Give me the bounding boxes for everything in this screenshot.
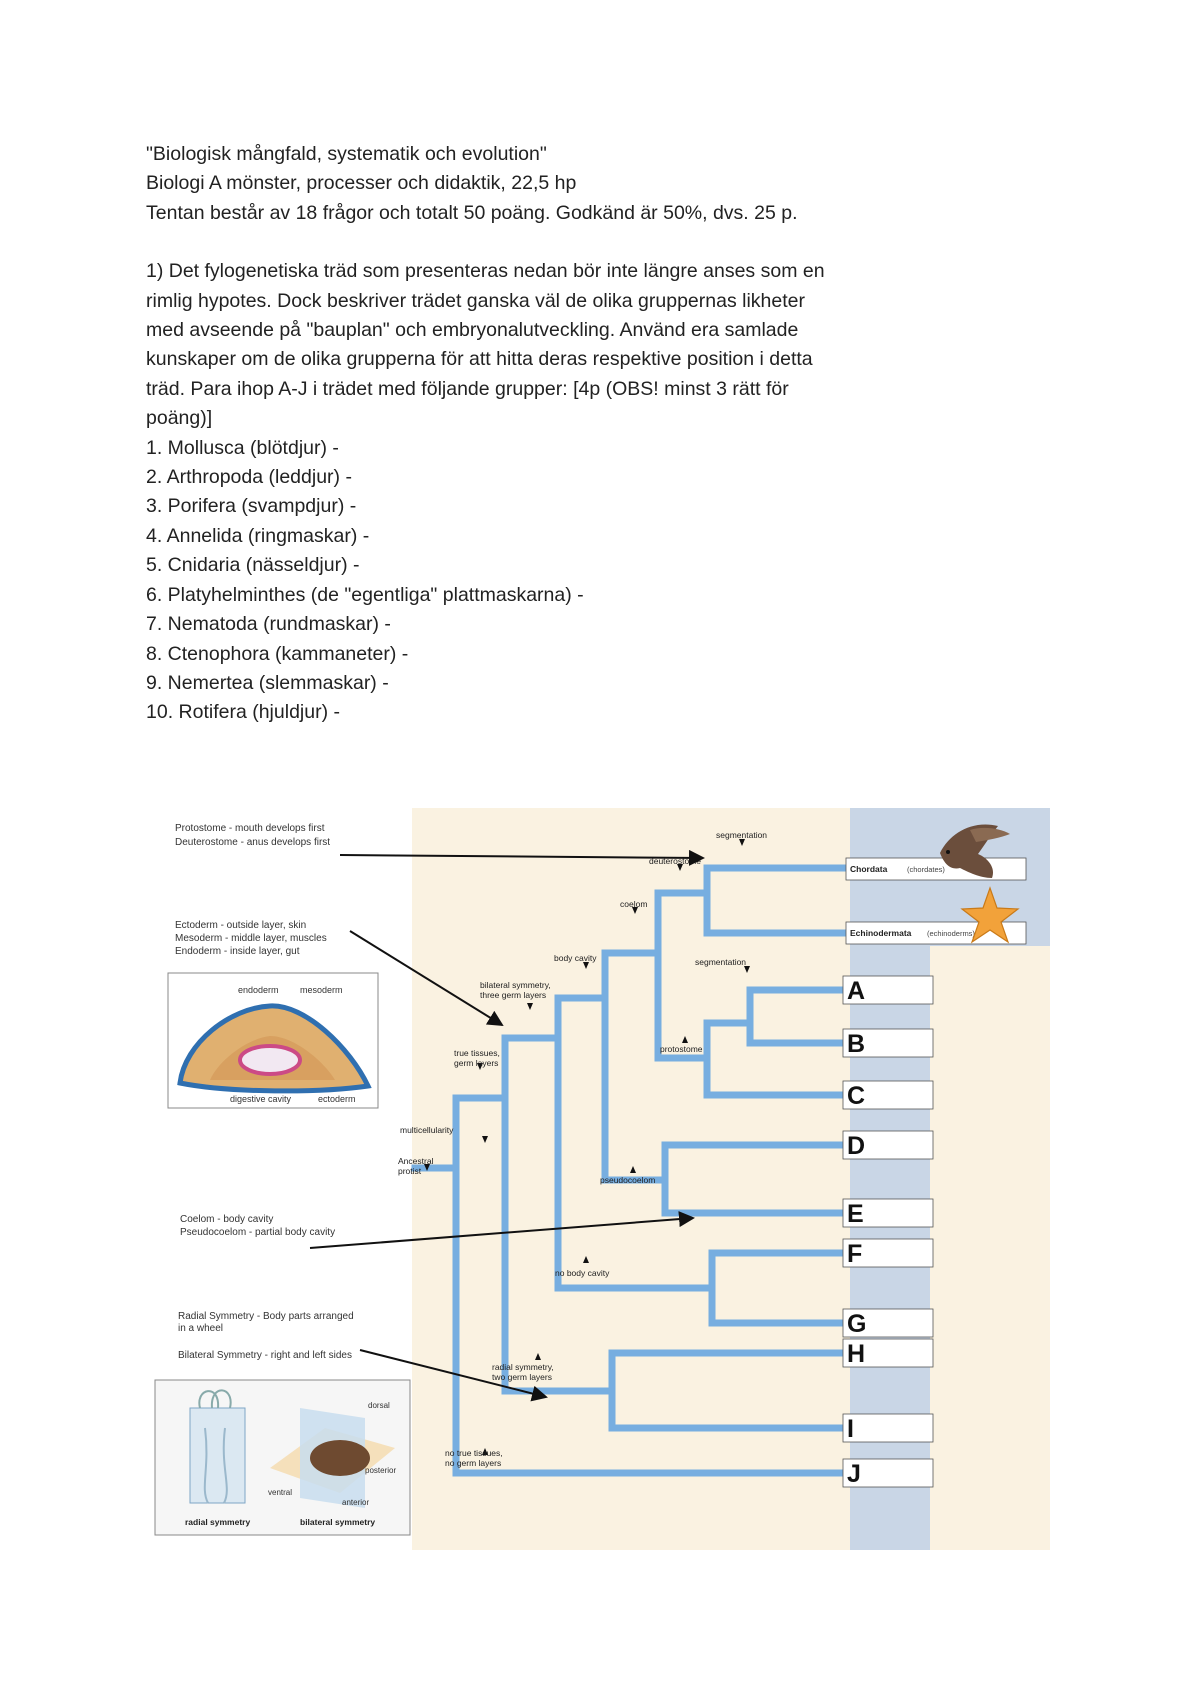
note-ectoderm: Ectoderm - outside layer, skin [175,920,306,931]
svg-text:(echinoderms): (echinoderms) [927,929,975,938]
svg-text:Echinodermata: Echinodermata [850,928,912,938]
label-no-tissues: no true tissues, [445,1448,503,1458]
answer-box-g [842,1308,934,1338]
answer-box-b [842,1028,934,1058]
arrow-to-radial [359,1349,548,1402]
arrow-to-pseudocoelom [309,1211,695,1249]
group-item: 10. Rotifera (hjuldjur) - [146,701,340,724]
answer-box-i [842,1413,934,1443]
answer-letter-i: I [847,1415,854,1443]
label-bilateral-2: three germ layers [480,990,546,1000]
taxon-chordata: Chordata (chordates) [845,857,1027,881]
label-true-tissues: true tissues, [454,1048,500,1058]
label-coelom: coelom [620,899,647,909]
label-pseudocoelom: pseudocoelom [600,1175,655,1185]
answer-letter-d: D [847,1132,865,1160]
answer-letter-e: E [847,1200,864,1228]
svg-text:Chordata: Chordata [850,864,888,874]
exam-text: "Biologisk mångfald, systematik och evol… [146,140,946,728]
annotations: Protostome - mouth develops first Deuter… [175,823,354,1361]
label-body-cavity: body cavity [554,953,597,963]
symmetry-label-posterior: posterior [365,1466,396,1475]
symmetry-illustration: radial symmetry bilateral symmetry dorsa… [154,1379,411,1536]
symmetry-label-dorsal: dorsal [368,1401,390,1410]
group-item: 4. Annelida (ringmaskar) - [146,524,370,547]
group-item: 1. Mollusca (blötdjur) - [146,436,339,459]
answer-letter-a: A [847,977,865,1005]
question-line: med avseende på "bauplan" och embryonalu… [146,319,799,342]
label-segmentation-mid: segmentation [695,957,746,967]
note-deuterostome: Deuterostome - anus develops first [175,837,330,848]
arrow-to-deuterostome [339,849,705,866]
embryo-label-digestive: digestive cavity [230,1094,292,1104]
answer-boxes: A B C D E F G H I J [842,975,934,1488]
symmetry-label-bilateral: bilateral symmetry [300,1517,375,1527]
annotation-arrows [309,849,705,1402]
embryo-illustration: endoderm mesoderm digestive cavity ectod… [167,972,379,1109]
symmetry-label-radial: radial symmetry [185,1517,250,1527]
node-arrows [424,839,750,1455]
group-item: 6. Platyhelminthes (de "egentliga" platt… [146,583,584,606]
answer-box-f [842,1238,934,1268]
answer-letter-g: G [847,1310,866,1338]
embryo-label-mesoderm: mesoderm [300,985,343,995]
question-line: träd. Para ihop A-J i trädet med följand… [146,377,789,400]
note-radial-symmetry: Radial Symmetry - Body parts arranged [178,1311,354,1322]
label-no-body-cavity: no body cavity [555,1268,610,1278]
note-coelom: Coelom - body cavity [180,1214,273,1225]
note-radial-symmetry-2: in a wheel [178,1323,223,1334]
answer-letter-c: C [847,1082,865,1110]
label-ancestral-2: protist [398,1166,422,1176]
exam-info: Tentan består av 18 frågor och totalt 50… [146,201,798,224]
symmetry-label-anterior: anterior [342,1498,369,1507]
svg-text:(chordates): (chordates) [907,865,945,874]
answer-box-h [842,1338,934,1368]
label-segmentation-top: segmentation [716,830,767,840]
embryo-label-ectoderm: ectoderm [318,1094,356,1104]
answer-letter-j: J [847,1460,861,1488]
label-bilateral: bilateral symmetry, [480,980,551,990]
group-item: 5. Cnidaria (nässeldjur) - [146,554,360,577]
answer-box-c [842,1080,934,1110]
label-multicellularity: multicellularity [400,1125,454,1135]
label-deuterostome: deuterostome [649,856,701,866]
course-name: Biologi A mönster, processer och didakti… [146,172,577,195]
arrow-to-true-tissues [349,930,504,1027]
label-radial: radial symmetry, [492,1362,554,1372]
note-mesoderm: Mesoderm - middle layer, muscles [175,933,327,944]
label-protostome: protostome [660,1044,703,1054]
answer-box-e [842,1198,934,1228]
note-bilateral-symmetry: Bilateral Symmetry - right and left side… [178,1350,352,1361]
bird-icon [940,824,1010,878]
answer-box-a [842,975,934,1005]
symmetry-label-ventral: ventral [268,1488,292,1497]
question-line: rimlig hypotes. Dock beskriver trädet ga… [146,289,805,312]
question-line: kunskaper om de olika grupperna för att … [146,348,813,371]
answer-letter-h: H [847,1340,865,1368]
group-item: 7. Nematoda (rundmaskar) - [146,613,391,636]
label-radial-2: two germ layers [492,1372,552,1382]
note-pseudocoelom: Pseudocoelom - partial body cavity [180,1227,335,1238]
group-item: 9. Nemertea (slemmaskar) - [146,671,389,694]
answer-letter-f: F [847,1240,862,1268]
answer-strip [930,946,1050,1550]
question-line: 1) Det fylogenetiska träd som presentera… [146,260,825,283]
answer-letter-b: B [847,1030,865,1058]
note-protostome: Protostome - mouth develops first [175,823,325,834]
course-title: "Biologisk mångfald, systematik och evol… [146,143,547,165]
node-labels: Ancestral protist multicellularity true … [398,830,767,1468]
answer-box-j [842,1458,934,1488]
label-no-tissues-2: no germ layers [445,1458,501,1468]
group-item: 8. Ctenophora (kammaneter) - [146,642,409,665]
starfish-icon [960,886,1020,944]
group-item: 3. Porifera (svampdjur) - [146,495,357,518]
note-endoderm: Endoderm - inside layer, gut [175,946,300,957]
label-ancestral: Ancestral [398,1156,434,1166]
phylogenetic-tree-figure: Ancestral protist multicellularity true … [154,808,1050,1550]
group-item: 2. Arthropoda (leddjur) - [146,466,352,489]
embryo-label-endoderm: endoderm [238,985,279,995]
question-line: poäng)] [146,407,213,430]
label-true-tissues-2: germ layers [454,1058,498,1068]
answer-box-d [842,1130,934,1160]
